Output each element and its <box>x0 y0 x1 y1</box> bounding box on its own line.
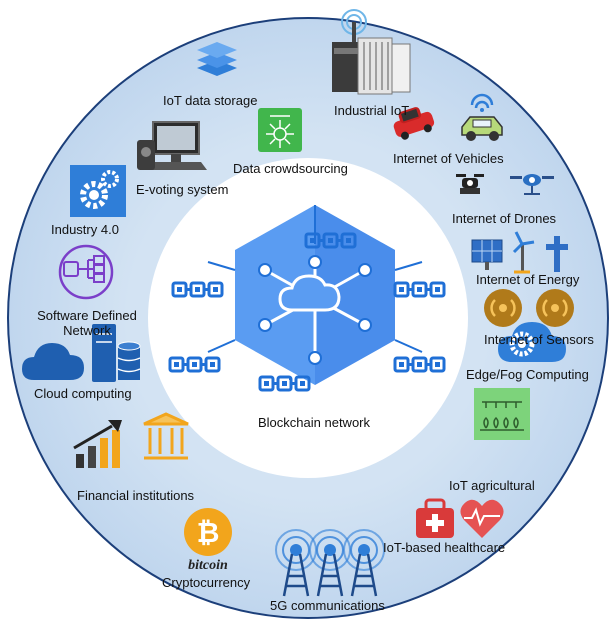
label-cryptocurrency: Cryptocurrency <box>162 575 251 590</box>
sensor-signal-icon <box>484 289 574 327</box>
label-data-crowdsourcing: Data crowdsourcing <box>233 161 348 176</box>
label-internet-of-vehicles: Internet of Vehicles <box>393 151 504 166</box>
label-industry-4-0: Industry 4.0 <box>51 222 119 237</box>
label-e-voting-system: E-voting system <box>136 182 229 197</box>
crowdsourcing-icon <box>258 108 302 152</box>
label-iot-data-storage: IoT data storage <box>163 93 258 108</box>
renewable-energy-icon <box>471 231 568 274</box>
drone-icon <box>456 174 554 195</box>
cloud-gear-icon <box>498 322 566 362</box>
connected-car-icon <box>393 93 503 141</box>
label-financial-institutions: Financial institutions <box>77 488 195 503</box>
cloud-server-icon <box>22 324 141 382</box>
svg-text:₿: ₿ <box>197 517 220 548</box>
label-internet-of-sensors: Internet of Sensors <box>484 332 594 347</box>
industrial-gateway-icon <box>332 9 411 95</box>
bank-chart-icon <box>73 412 189 468</box>
label-edge-fog-computing: Edge/Fog Computing <box>466 367 589 382</box>
label-5g-communications: 5G communications <box>270 598 385 613</box>
label-software-defined-network: Software Defined Network <box>37 308 137 338</box>
bitcoin-icon: ₿ <box>184 508 232 556</box>
gears-icon <box>70 165 126 217</box>
voting-computer-icon <box>137 121 207 170</box>
medical-kit-heart-icon <box>416 498 504 538</box>
sdn-router-icon <box>58 244 114 300</box>
label-iot-based-healthcare: IoT-based healthcare <box>383 540 506 555</box>
center-label: Blockchain network <box>258 415 370 430</box>
layers-stack-icon <box>197 42 237 76</box>
label-iot-agricultural: IoT agricultural <box>449 478 535 493</box>
smart-farm-icon <box>474 388 530 440</box>
blockchain-hub-icon <box>207 205 423 385</box>
cell-tower-icon <box>275 528 386 598</box>
label-industrial-iot: Industrial IoT <box>334 103 410 118</box>
label-cloud-computing: Cloud computing <box>34 386 132 401</box>
label-internet-of-drones: Internet of Drones <box>452 211 557 226</box>
label-internet-of-energy: Internet of Energy <box>476 272 580 287</box>
bitcoin-wordmark: bitcoin <box>188 558 228 573</box>
